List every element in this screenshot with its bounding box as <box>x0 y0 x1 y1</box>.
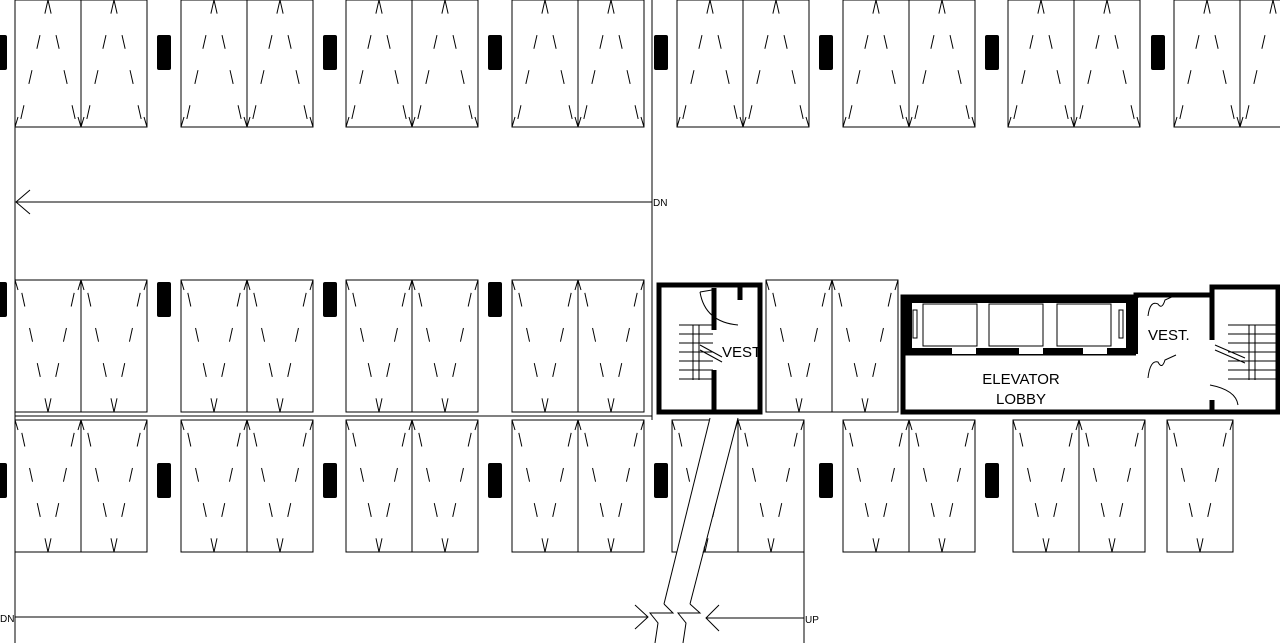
wheel-stop <box>488 282 502 317</box>
parking-stall <box>577 279 645 413</box>
stair-core-right <box>1209 284 1280 415</box>
wheel-stop <box>0 282 7 317</box>
elevator-car-3 <box>1056 303 1112 347</box>
elevator-core <box>900 292 1239 415</box>
parking-stall <box>180 0 248 128</box>
parking-stall <box>345 279 413 413</box>
dn-arrow-top <box>15 189 652 215</box>
parking-stall <box>577 419 645 553</box>
parking-stall <box>511 0 579 128</box>
parking-stall <box>676 0 744 128</box>
stair-core-left <box>656 282 763 415</box>
elevator-lobby-label-line2: LOBBY <box>996 391 1046 408</box>
wheel-stop <box>1151 35 1165 70</box>
parking-stall <box>80 419 148 553</box>
parking-stall <box>1239 0 1280 128</box>
parking-stall <box>737 419 805 553</box>
wheel-stop <box>0 35 7 70</box>
wheel-stop <box>157 463 171 498</box>
wheel-stop <box>488 35 502 70</box>
wheel-stop <box>323 463 337 498</box>
parking-stall <box>577 0 645 128</box>
dn-arrow-bottom <box>15 604 649 630</box>
wheel-stop <box>157 282 171 317</box>
parking-stall <box>411 279 479 413</box>
parking-stall <box>511 419 579 553</box>
wheel-stop <box>819 35 833 70</box>
wheel-stop <box>323 282 337 317</box>
parking-stall <box>831 279 899 413</box>
up-label-bottom: UP <box>805 615 819 626</box>
wheel-stop <box>819 463 833 498</box>
parking-stall <box>345 0 413 128</box>
wheel-stop <box>323 35 337 70</box>
parking-stall <box>345 419 413 553</box>
parking-stall <box>842 0 910 128</box>
wheel-stop <box>985 463 999 498</box>
elevator-car-1 <box>922 303 978 347</box>
parking-stall <box>14 279 82 413</box>
dn-label-top: DN <box>653 198 667 209</box>
elevator-car-2 <box>988 303 1044 347</box>
wheel-stops <box>0 35 1165 498</box>
parking-stall <box>511 279 579 413</box>
parking-stall <box>1012 419 1080 553</box>
parking-stall <box>180 279 248 413</box>
parking-stall <box>246 0 314 128</box>
wheel-stop <box>654 35 668 70</box>
wheel-stop <box>488 463 502 498</box>
parking-stall <box>908 419 976 553</box>
vest-label-left: VEST. <box>722 344 764 361</box>
parking-stall <box>80 0 148 128</box>
elevator-lobby-label-line1: ELEVATOR <box>982 371 1060 388</box>
ramp-walkway <box>648 417 739 643</box>
parking-stall <box>1007 0 1075 128</box>
parking-stall <box>1078 419 1146 553</box>
parking-stall <box>1166 419 1234 553</box>
parking-stalls <box>14 0 1280 553</box>
dn-label-bottom: DN <box>0 614 14 625</box>
wheel-stop <box>654 463 668 498</box>
parking-stall <box>14 0 82 128</box>
parking-stall <box>80 279 148 413</box>
drive-aisle-lines <box>14 0 805 643</box>
up-arrow-bottom <box>705 604 804 632</box>
wheel-stop <box>0 463 7 498</box>
parking-stall <box>180 419 248 553</box>
parking-stall <box>765 279 833 413</box>
vest-label-right: VEST. <box>1148 327 1190 344</box>
parking-stall <box>842 419 910 553</box>
parking-stall <box>1073 0 1141 128</box>
parking-stall <box>411 419 479 553</box>
parking-stall <box>411 0 479 128</box>
wheel-stop <box>985 35 999 70</box>
parking-stall <box>246 419 314 553</box>
parking-stall <box>742 0 810 128</box>
wheel-stop <box>157 35 171 70</box>
parking-stall <box>1173 0 1241 128</box>
parking-stall <box>14 419 82 553</box>
parking-stall <box>908 0 976 128</box>
parking-stall <box>246 279 314 413</box>
